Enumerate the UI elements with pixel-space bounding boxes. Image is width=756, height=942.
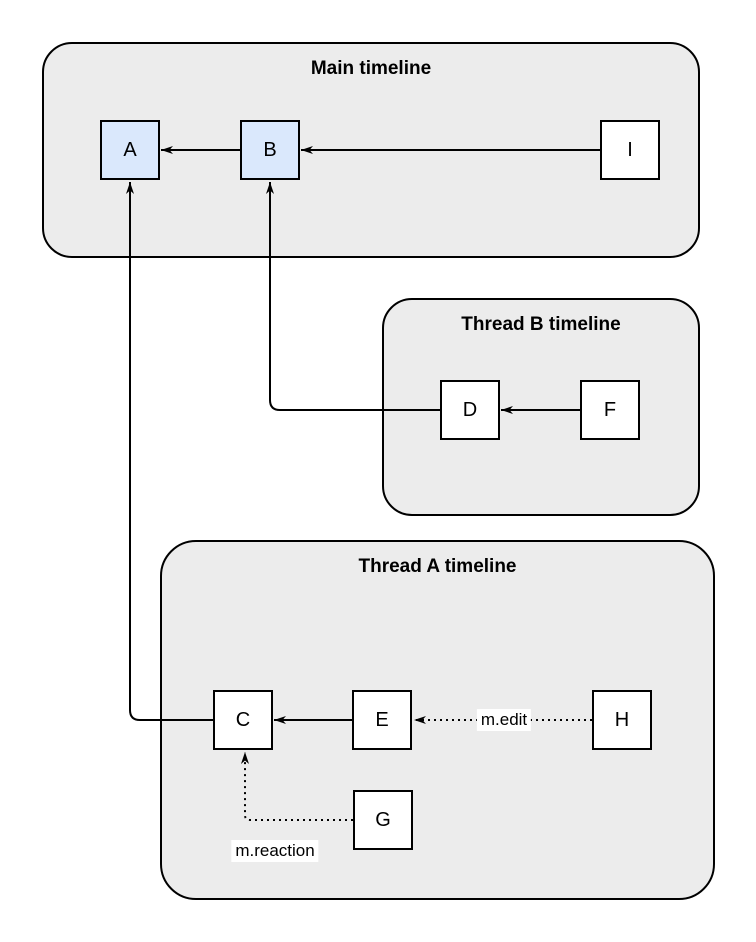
thread-a-timeline-title: Thread A timeline xyxy=(358,556,517,577)
node-g: G xyxy=(353,790,413,850)
node-i-label: I xyxy=(627,138,633,161)
node-f-label: F xyxy=(603,398,617,421)
edge-label-m-reaction: m.reaction xyxy=(231,840,319,862)
main-timeline-title: Main timeline xyxy=(310,58,432,79)
node-b-label: B xyxy=(263,138,277,161)
node-d: D xyxy=(440,380,500,440)
node-h: H xyxy=(592,690,652,750)
node-e-label: E xyxy=(375,708,389,731)
thread-b-timeline-title: Thread B timeline xyxy=(461,314,621,335)
node-a-label: A xyxy=(123,138,137,161)
node-a: A xyxy=(100,120,160,180)
thread-b-timeline-container: Thread B timeline xyxy=(382,298,700,516)
node-g-label: G xyxy=(375,808,391,831)
edge-label-m-edit: m.edit xyxy=(476,709,532,731)
node-c: C xyxy=(213,690,273,750)
node-e: E xyxy=(352,690,412,750)
node-b: B xyxy=(240,120,300,180)
node-d-label: D xyxy=(462,398,478,421)
node-h-label: H xyxy=(614,708,630,731)
node-c-label: C xyxy=(235,708,251,731)
node-i: I xyxy=(600,120,660,180)
node-f: F xyxy=(580,380,640,440)
